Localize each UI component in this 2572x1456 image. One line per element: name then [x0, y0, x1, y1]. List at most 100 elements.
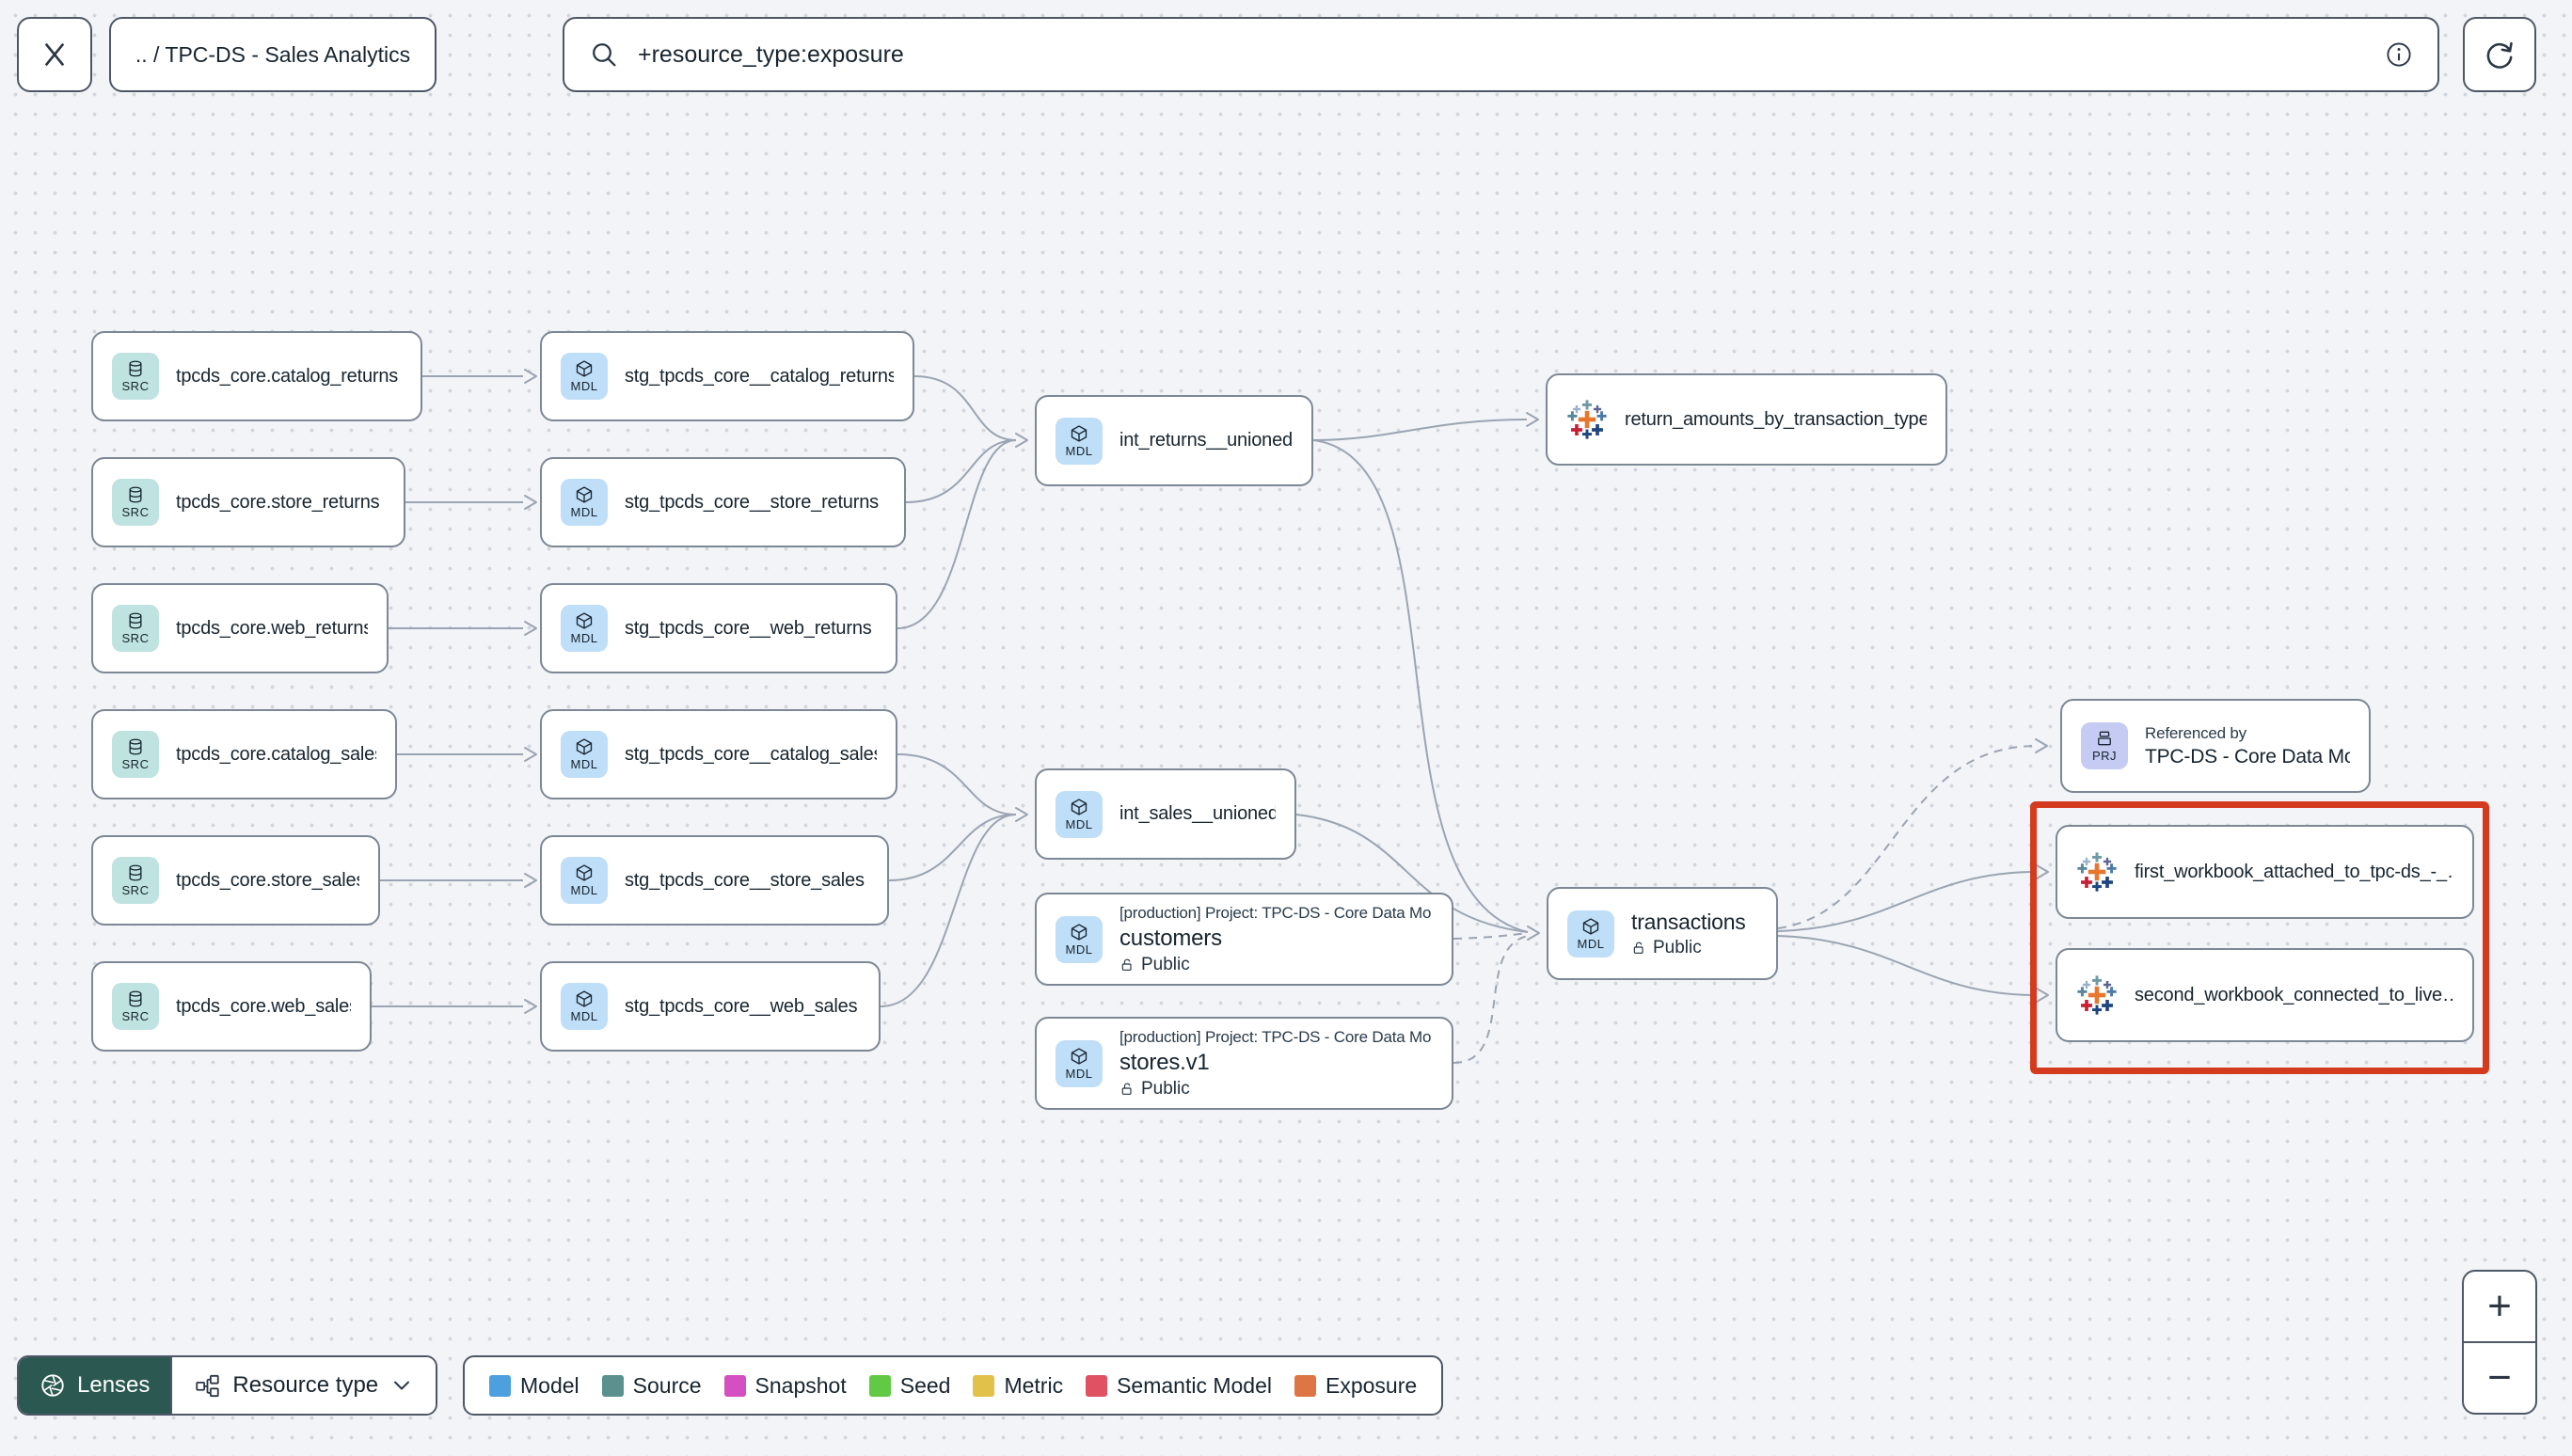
snapshot-swatch — [723, 1374, 746, 1397]
cube-icon — [1070, 923, 1088, 942]
source-badge: SRC — [112, 983, 159, 1030]
tableau-logo-icon — [1566, 399, 1608, 440]
node-stg-catalog-returns[interactable]: MDL stg_tpcds_core__catalog_returns — [540, 331, 914, 421]
node-label: tpcds_core.catalog_returns — [176, 365, 399, 387]
lenses-button[interactable]: Lenses — [19, 1357, 171, 1414]
cube-icon — [1070, 424, 1088, 443]
node-stg-store-sales[interactable]: MDL stg_tpcds_core__store_sales — [540, 835, 889, 926]
cube-icon — [575, 485, 594, 504]
source-swatch — [601, 1374, 624, 1397]
model-badge: MDL — [561, 857, 608, 904]
selection-highlight — [2030, 801, 2489, 1074]
node-label: stg_tpcds_core__web_sales — [625, 995, 858, 1017]
tableau-logo-icon — [2076, 974, 2118, 1016]
node-source-web-sales[interactable]: SRC tpcds_core.web_sales — [91, 961, 372, 1052]
node-label: stores.v1 — [1119, 1049, 1210, 1075]
database-icon — [126, 737, 145, 756]
node-source-store-sales[interactable]: SRC tpcds_core.store_sales — [91, 835, 380, 926]
seed-swatch — [868, 1374, 891, 1397]
legend-item-model: Model — [489, 1373, 579, 1399]
open-padlock-icon — [1119, 957, 1135, 973]
breadcrumb-label: .. / TPC-DS - Sales Analytics — [135, 41, 411, 67]
model-badge: MDL — [561, 353, 608, 400]
node-label: stg_tpcds_core__store_sales — [625, 869, 865, 891]
node-graph-icon — [195, 1373, 220, 1399]
cube-icon — [575, 863, 594, 882]
node-label: stg_tpcds_core__catalog_sales — [625, 743, 877, 765]
legend-item-exposure: Exposure — [1294, 1373, 1417, 1399]
database-icon — [126, 611, 145, 630]
node-label: stg_tpcds_core__store_returns — [625, 491, 879, 513]
node-label: second_workbook_connected_to_live… — [2135, 984, 2453, 1005]
node-source-store-returns[interactable]: SRC tpcds_core.store_returns — [91, 457, 405, 547]
resource-type-label: Resource type — [232, 1372, 379, 1398]
model-badge: MDL — [561, 479, 608, 526]
project-badge: PRJ — [2081, 722, 2128, 769]
node-stg-catalog-sales[interactable]: MDL stg_tpcds_core__catalog_sales — [540, 709, 897, 799]
info-icon[interactable] — [2385, 40, 2413, 69]
node-stg-web-sales[interactable]: MDL stg_tpcds_core__web_sales — [540, 961, 881, 1052]
cube-icon — [1581, 917, 1600, 936]
exposure-swatch — [1294, 1374, 1316, 1397]
node-label: first_workbook_attached_to_tpc-ds_-_… — [2135, 861, 2453, 882]
model-badge: MDL — [1056, 790, 1103, 838]
model-swatch — [489, 1374, 511, 1397]
node-project-ref[interactable]: PRJ Referenced by TPC-DS - Core Data Mod… — [2060, 699, 2371, 793]
chevron-down-icon — [390, 1374, 413, 1397]
open-padlock-icon — [1119, 1082, 1135, 1097]
search-input[interactable] — [636, 40, 2368, 70]
node-label: tpcds_core.store_sales — [176, 869, 359, 891]
semantic-model-swatch — [1086, 1374, 1108, 1397]
zoom-out-button[interactable]: − — [2464, 1341, 2535, 1413]
node-customers[interactable]: MDL [production] Project: TPC-DS - Core … — [1035, 893, 1453, 986]
source-badge: SRC — [112, 353, 159, 400]
node-label: int_returns__unioned — [1119, 430, 1293, 451]
search-icon — [589, 40, 619, 70]
node-exposure-return-amounts[interactable]: return_amounts_by_transaction_type — [1546, 373, 1947, 466]
model-badge: MDL — [561, 605, 608, 652]
node-source-web-returns[interactable]: SRC tpcds_core.web_returns — [91, 583, 389, 673]
node-stg-web-returns[interactable]: MDL stg_tpcds_core__web_returns — [540, 583, 897, 673]
close-button[interactable] — [17, 17, 92, 92]
source-badge: SRC — [112, 857, 159, 904]
model-badge: MDL — [561, 731, 608, 778]
cube-icon — [1070, 798, 1088, 816]
node-source-catalog-sales[interactable]: SRC tpcds_core.catalog_sales — [91, 709, 397, 799]
plus-icon: + — [2487, 1283, 2512, 1329]
node-label: TPC-DS - Core Data Models — [2145, 745, 2350, 768]
breadcrumb[interactable]: .. / TPC-DS - Sales Analytics — [109, 17, 437, 92]
node-transactions[interactable]: MDL transactions Public — [1547, 887, 1778, 980]
legend-item-source: Source — [601, 1373, 702, 1399]
access-badge: Public — [1631, 938, 1746, 958]
resource-type-dropdown[interactable]: Resource type — [170, 1357, 437, 1414]
zoom-in-button[interactable]: + — [2464, 1272, 2535, 1341]
source-badge: SRC — [112, 479, 159, 526]
node-int-sales-unioned[interactable]: MDL int_sales__unioned — [1035, 768, 1296, 860]
node-exposure-second-workbook[interactable]: second_workbook_connected_to_live… — [2056, 948, 2474, 1042]
legend-item-seed: Seed — [868, 1373, 950, 1399]
node-exposure-first-workbook[interactable]: first_workbook_attached_to_tpc-ds_-_… — [2056, 825, 2474, 919]
node-label: tpcds_core.web_sales — [176, 995, 351, 1017]
legend-item-snapshot: Snapshot — [723, 1373, 847, 1399]
database-icon — [126, 359, 145, 378]
node-stores-v1[interactable]: MDL [production] Project: TPC-DS - Core … — [1035, 1017, 1453, 1110]
access-badge: Public — [1119, 1079, 1433, 1100]
node-label: return_amounts_by_transaction_type — [1625, 408, 1927, 430]
tableau-logo-icon — [2076, 851, 2118, 893]
model-badge: MDL — [1056, 1039, 1103, 1087]
node-int-returns-unioned[interactable]: MDL int_returns__unioned — [1035, 395, 1313, 486]
cube-icon — [575, 611, 594, 630]
node-label: tpcds_core.catalog_sales — [176, 743, 376, 765]
node-source-catalog-returns[interactable]: SRC tpcds_core.catalog_returns — [91, 331, 422, 421]
node-stg-store-returns[interactable]: MDL stg_tpcds_core__store_returns — [540, 457, 906, 547]
model-badge: MDL — [1567, 910, 1614, 957]
metric-swatch — [973, 1374, 995, 1397]
open-padlock-icon — [1631, 941, 1646, 956]
search-bar[interactable] — [563, 17, 2439, 92]
node-label: stg_tpcds_core__catalog_returns — [625, 365, 894, 387]
node-context: [production] Project: TPC-DS - Core Data… — [1119, 903, 1433, 922]
refresh-button[interactable] — [2463, 17, 2536, 92]
cube-icon — [575, 359, 594, 378]
